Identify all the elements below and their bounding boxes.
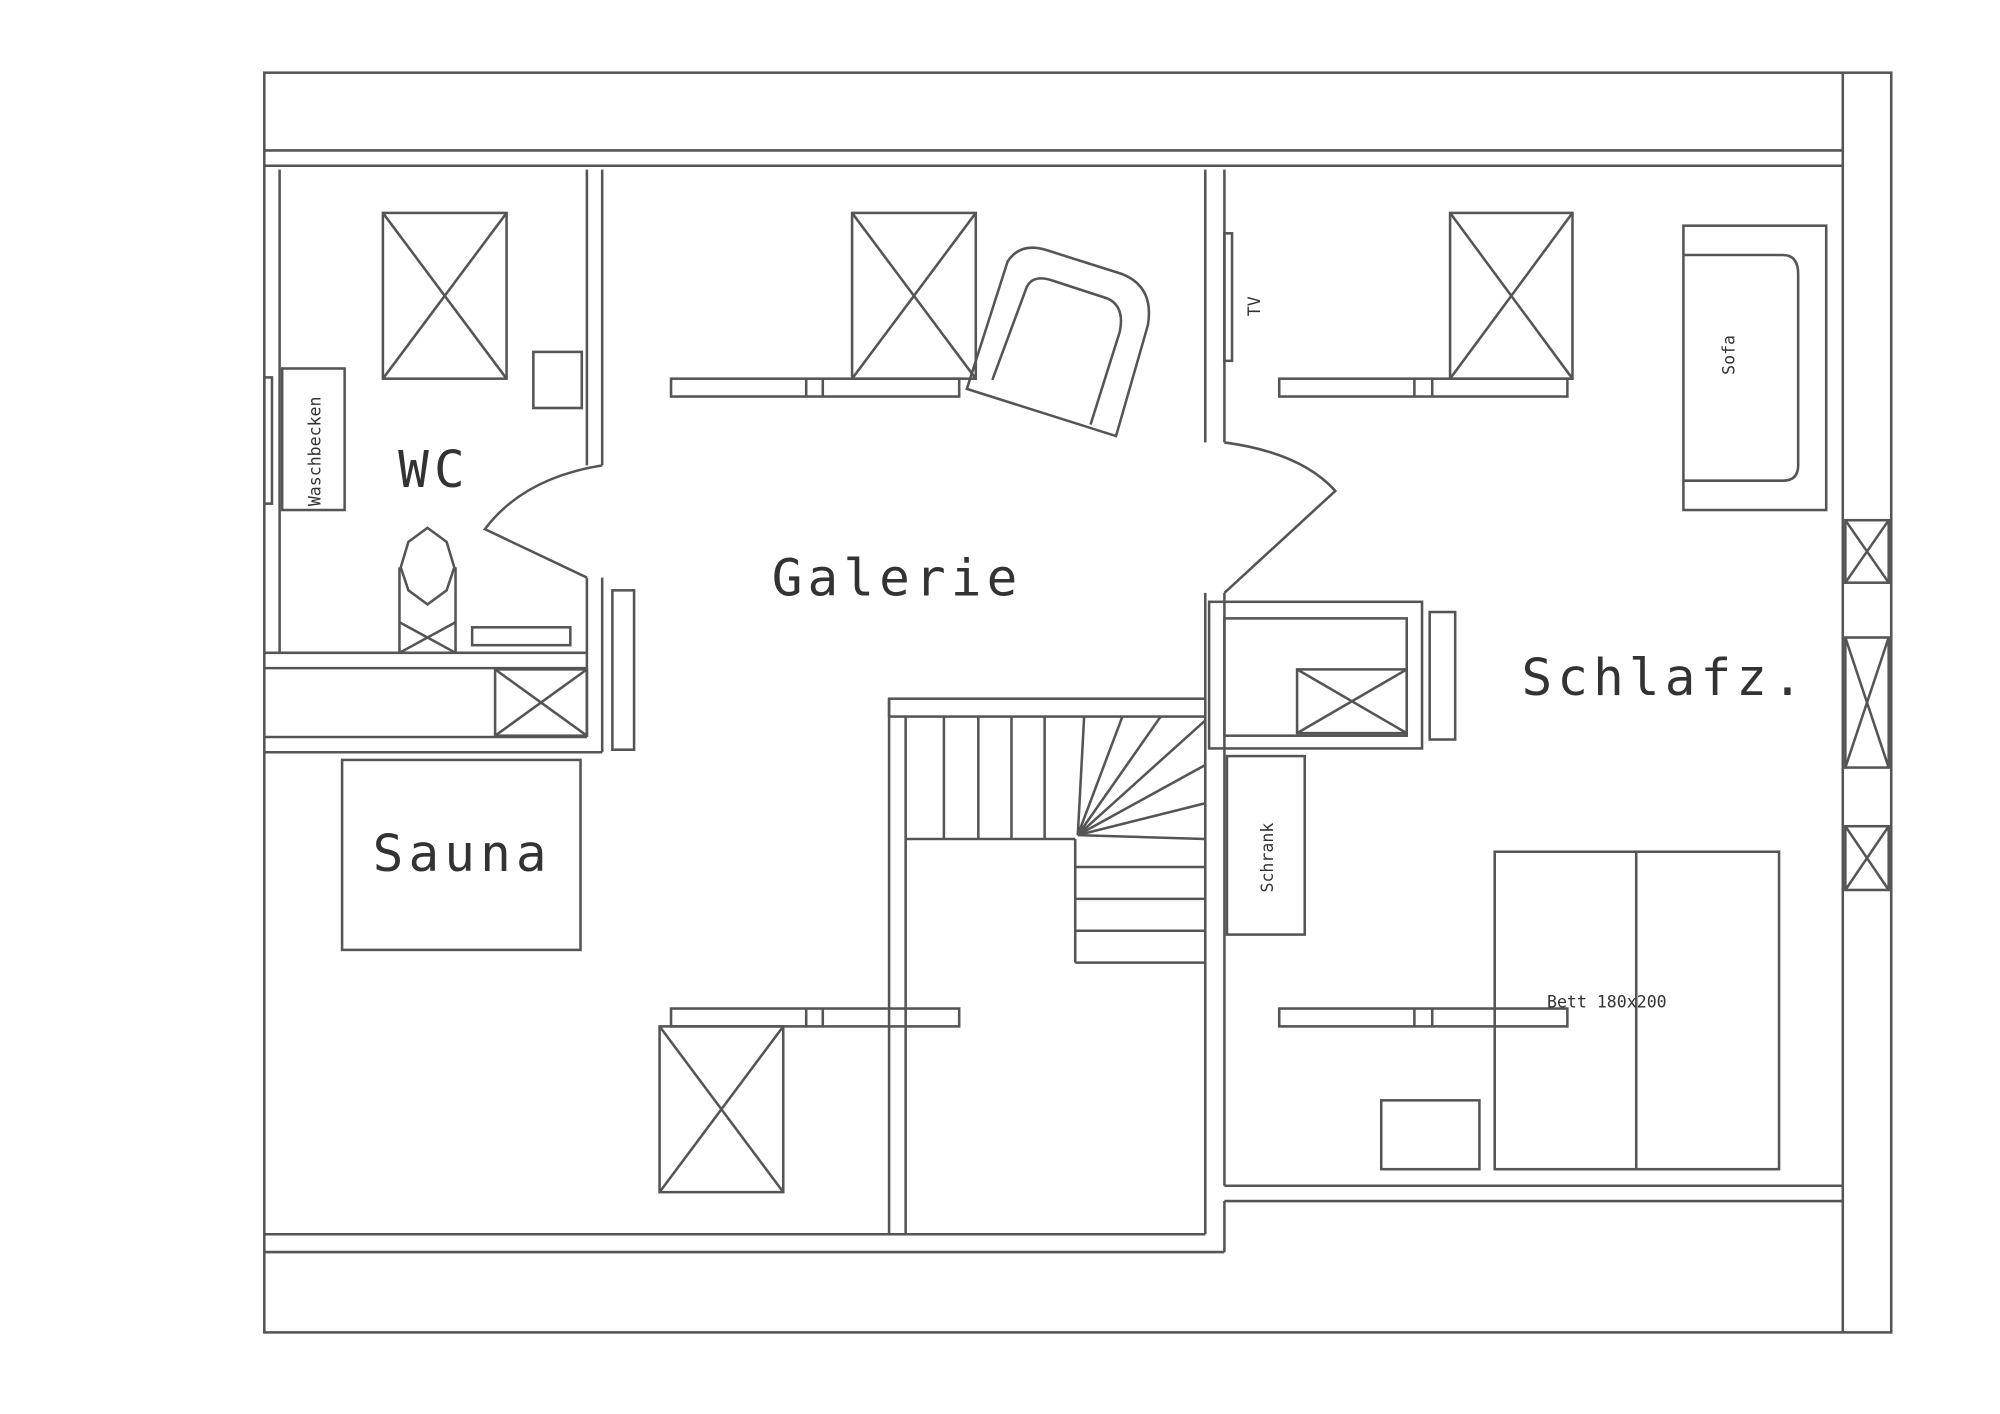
- doors: [482, 441, 1338, 594]
- interior-walls: [264, 169, 1226, 1235]
- windows: [263, 211, 1890, 1194]
- sofa-shape: [1682, 224, 1828, 512]
- label-tv: TV: [1245, 296, 1264, 316]
- outer-walls: [263, 71, 1893, 1334]
- room-label-wc: WC: [398, 441, 470, 500]
- label-schrank: Schrank: [1258, 823, 1277, 893]
- room-label-galerie: Galerie: [772, 549, 1023, 608]
- label-waschbecken: Waschbecken: [305, 396, 324, 506]
- toilet-shape: [399, 526, 456, 606]
- label-sofa: Sofa: [1719, 335, 1738, 375]
- furniture: [280, 224, 1828, 1171]
- shelves: [669, 377, 1569, 1028]
- armchair: [965, 246, 1151, 438]
- staircase: [887, 697, 1207, 964]
- room-label-sauna: Sauna: [373, 825, 552, 884]
- label-bett: Bett 180x200: [1547, 992, 1667, 1011]
- room-label-schlafzimmer: Schlafz.: [1521, 649, 1807, 708]
